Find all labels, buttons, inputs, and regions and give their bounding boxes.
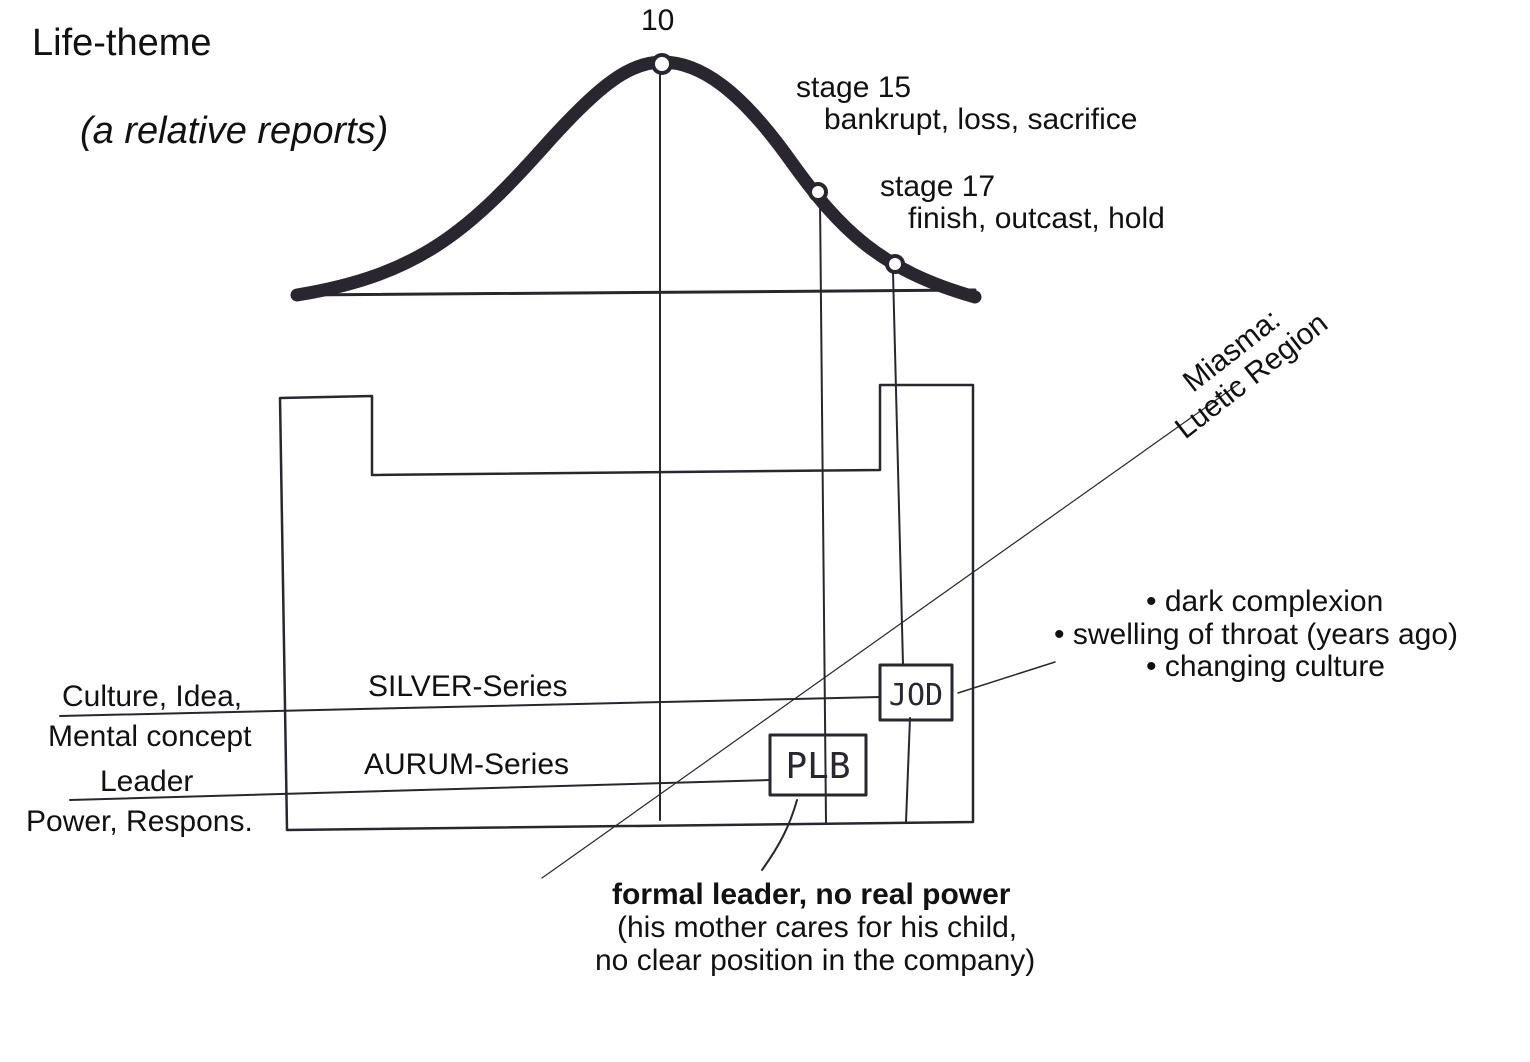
page-title: Life-theme <box>32 22 212 64</box>
stage15-point <box>808 182 828 202</box>
aurum-theme-line2: Power, Respons. <box>26 805 253 838</box>
bell-curve-baseline <box>295 288 977 297</box>
note-line: (his mother cares for his child, <box>617 911 1018 944</box>
stage17-description: finish, outcast, hold <box>908 202 1165 235</box>
silver-theme-line2: Mental concept <box>48 720 252 753</box>
symptom-item: • dark complexion <box>1146 585 1384 618</box>
stage17-label: stage 17 <box>880 170 996 203</box>
peak-label: 10 <box>641 4 675 37</box>
symptom-item: • changing culture <box>1146 650 1385 683</box>
aurum-series-line <box>69 779 771 801</box>
stage17-dropline <box>892 271 904 666</box>
jod-element-label: JOD <box>889 678 943 713</box>
silver-series-label: SILVER-Series <box>368 670 568 703</box>
aurum-series-label: AURUM-Series <box>364 748 570 781</box>
symptom-item: • swelling of throat (years ago) <box>1054 618 1459 651</box>
stage15-label: stage 15 <box>796 71 912 104</box>
aurum-theme-line1: Leader <box>100 765 194 798</box>
silver-series-line <box>59 696 881 717</box>
stage15-description: bankrupt, loss, sacrifice <box>824 103 1138 136</box>
jod-box <box>878 663 954 722</box>
plb-box <box>768 733 868 797</box>
peak-point <box>651 53 673 75</box>
note-headline: formal leader, no real power <box>612 878 1011 911</box>
note-line: no clear position in the company) <box>595 944 1036 977</box>
silver-theme-line1: Culture, Idea, <box>62 680 243 713</box>
plb-pointer <box>761 799 798 871</box>
miasma-diagonal <box>541 382 1241 879</box>
periodic-table-outline <box>278 383 975 832</box>
jod-pointer <box>957 661 1056 694</box>
stage17-point <box>885 254 905 274</box>
jod-dropline <box>905 717 911 823</box>
stage15-dropline <box>819 199 827 823</box>
page-subtitle: (a relative reports) <box>80 110 389 152</box>
plb-element-label: PLB <box>785 746 850 787</box>
